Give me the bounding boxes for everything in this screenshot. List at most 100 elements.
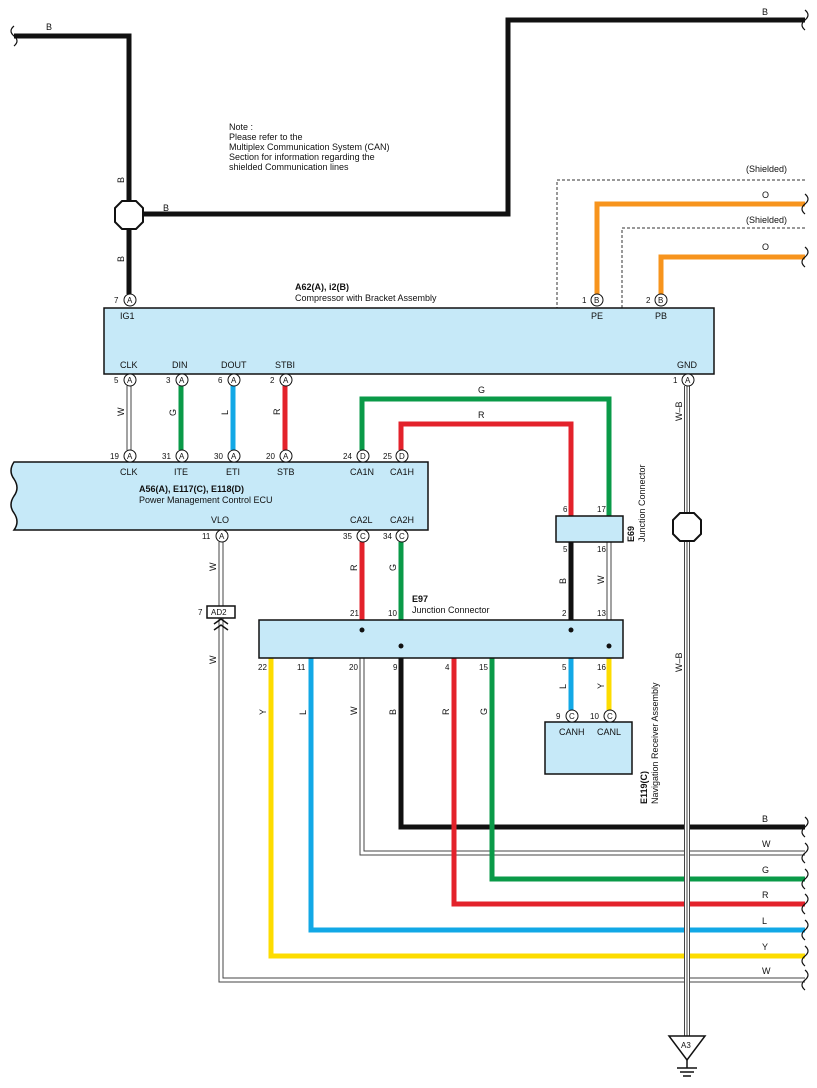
pin-num-ig1: 7: [114, 296, 119, 305]
e97-pin-4: 4: [445, 663, 450, 672]
nav-pin-conn-canh: C: [569, 712, 575, 721]
compressor-code: A62(A), i2(B): [295, 282, 349, 292]
nav-pin-label-canh: CANH: [559, 727, 585, 737]
wire-label-e69-b: B: [558, 578, 568, 584]
e97-pin-15: 15: [479, 663, 488, 672]
splice-b-octagon: [114, 200, 144, 230]
e69-pin-5: 5: [563, 545, 568, 554]
wires: [14, 17, 805, 1036]
nav-name: Navigation Receiver Assembly: [650, 682, 660, 804]
ecu-pin-num-ca2h: 34: [383, 532, 392, 541]
pin-conn-clk: A: [127, 376, 133, 385]
pin-num-pe: 1: [582, 296, 587, 305]
wire-w-out: [359, 658, 805, 856]
pin-label-pb: PB: [655, 311, 667, 321]
wire-label-clk-w: W: [116, 407, 126, 416]
wire-r-ca1h: [398, 421, 574, 516]
e97-pin-11: 11: [297, 663, 306, 672]
ecu-pin-num-eti: 30: [214, 452, 223, 461]
ecu-pin-conn-eti: A: [231, 452, 237, 461]
ecu-pin-num-ca2l: 35: [343, 532, 352, 541]
pin-conn-dout: A: [231, 376, 237, 385]
ecu-pin-num-vlo: 11: [202, 532, 211, 541]
nav-pin-num-canl: 10: [590, 712, 599, 721]
wire-g-out: [489, 658, 805, 882]
ecu-pin-label-stb: STB: [277, 467, 295, 477]
wire-w-vlo: [218, 542, 805, 983]
pin-conn-ig1: A: [127, 296, 133, 305]
wire-r-out: [451, 658, 805, 907]
note-line-5: shielded Communication lines: [229, 162, 349, 172]
nav-pin-conn-canl: C: [607, 712, 613, 721]
break-marks: [10, 9, 809, 991]
ad2-label: AD2: [211, 608, 227, 617]
pin-label-stbi: STBI: [275, 360, 295, 370]
wire-label-out-w: W: [349, 706, 359, 715]
wire-o-pb: [658, 254, 805, 294]
ecu-pin-conn-ca1n: D: [360, 452, 366, 461]
wire-label-shielded-1: (Shielded): [746, 164, 787, 174]
note-line-2: Please refer to the: [229, 132, 303, 142]
ecu-pin-conn-ca1h: D: [399, 452, 405, 461]
splice-points: [114, 200, 702, 542]
wire-label-right-b: B: [762, 814, 768, 824]
wire-label-din-g: G: [168, 409, 178, 416]
ecu-code: A56(A), E117(C), E118(D): [139, 484, 244, 494]
e69-name: Junction Connector: [637, 464, 647, 542]
pin-conn-gnd: A: [685, 376, 691, 385]
ecu-pin-label-ite: ITE: [174, 467, 188, 477]
ecu-pin-label-ca2h: CA2H: [390, 515, 414, 525]
e97-splice-dots: [359, 627, 612, 649]
ecu-pin-label-ca2l: CA2L: [350, 515, 373, 525]
wire-label-vlo-w2: W: [208, 655, 218, 664]
wire-label-vlo-w: W: [208, 562, 218, 571]
e69-pin-16: 16: [597, 545, 606, 554]
wire-label-right-w: W: [762, 839, 771, 849]
wire-label-nav-l: L: [558, 684, 568, 689]
pin-conn-din: A: [179, 376, 185, 385]
wire-label-can-r: R: [478, 410, 485, 420]
nav-code: E119(C): [639, 771, 649, 804]
wire-label-ca2h-g: G: [388, 564, 398, 571]
e97-pin-2: 2: [562, 609, 567, 618]
wire-label-o-1: O: [762, 190, 769, 200]
nav-pin-num-canh: 9: [556, 712, 561, 721]
pin-label-din: DIN: [172, 360, 188, 370]
wire-label-out-b: B: [388, 709, 398, 715]
ad2-connector: [206, 605, 236, 631]
e69-pin-17: 17: [597, 505, 606, 514]
e69-pin-6: 6: [563, 505, 568, 514]
shield-line-2: [621, 227, 805, 308]
pin-conn-stbi: A: [283, 376, 289, 385]
e97-pin-20: 20: [349, 663, 358, 672]
ecu-pin-label-vlo: VLO: [211, 515, 229, 525]
ecu-pin-conn-vlo: A: [219, 532, 225, 541]
nav-pin-label-canl: CANL: [597, 727, 621, 737]
e97-pin-21: 21: [350, 609, 359, 618]
pin-label-gnd: GND: [677, 360, 698, 370]
e97-pin-5: 5: [562, 663, 567, 672]
ecu-box: [10, 461, 429, 531]
shield-line-1: [556, 179, 805, 308]
ecu-pin-label-eti: ETI: [226, 467, 240, 477]
ad2-num: 7: [198, 608, 203, 617]
wire-g-ca1n: [359, 396, 612, 516]
pin-num-din: 3: [166, 376, 171, 385]
wire-label-top-right: B: [762, 7, 768, 17]
splice-wb-octagon: [672, 512, 702, 542]
note-line-4: Section for information regarding the: [229, 152, 375, 162]
pin-num-clk: 5: [114, 376, 119, 385]
wire-label-can-g: G: [478, 385, 485, 395]
wire-label-stbi-r: R: [272, 408, 282, 415]
e97-pin-10: 10: [388, 609, 397, 618]
ecu-pin-num-clk: 19: [110, 452, 119, 461]
pin-num-dout: 6: [218, 376, 223, 385]
ecu-pin-label-ca1n: CA1N: [350, 467, 374, 477]
pin-label-pe: PE: [591, 311, 603, 321]
wire-label-splice-up: B: [116, 177, 126, 183]
ecu-pin-conn-stb: A: [283, 452, 289, 461]
ecu-pin-conn-ite: A: [179, 452, 185, 461]
ecu-pin-num-ca1n: 24: [343, 452, 352, 461]
wire-label-gnd-wb-2: W–B: [674, 652, 684, 672]
note-line-3: Multiplex Communication System (CAN): [229, 142, 390, 152]
